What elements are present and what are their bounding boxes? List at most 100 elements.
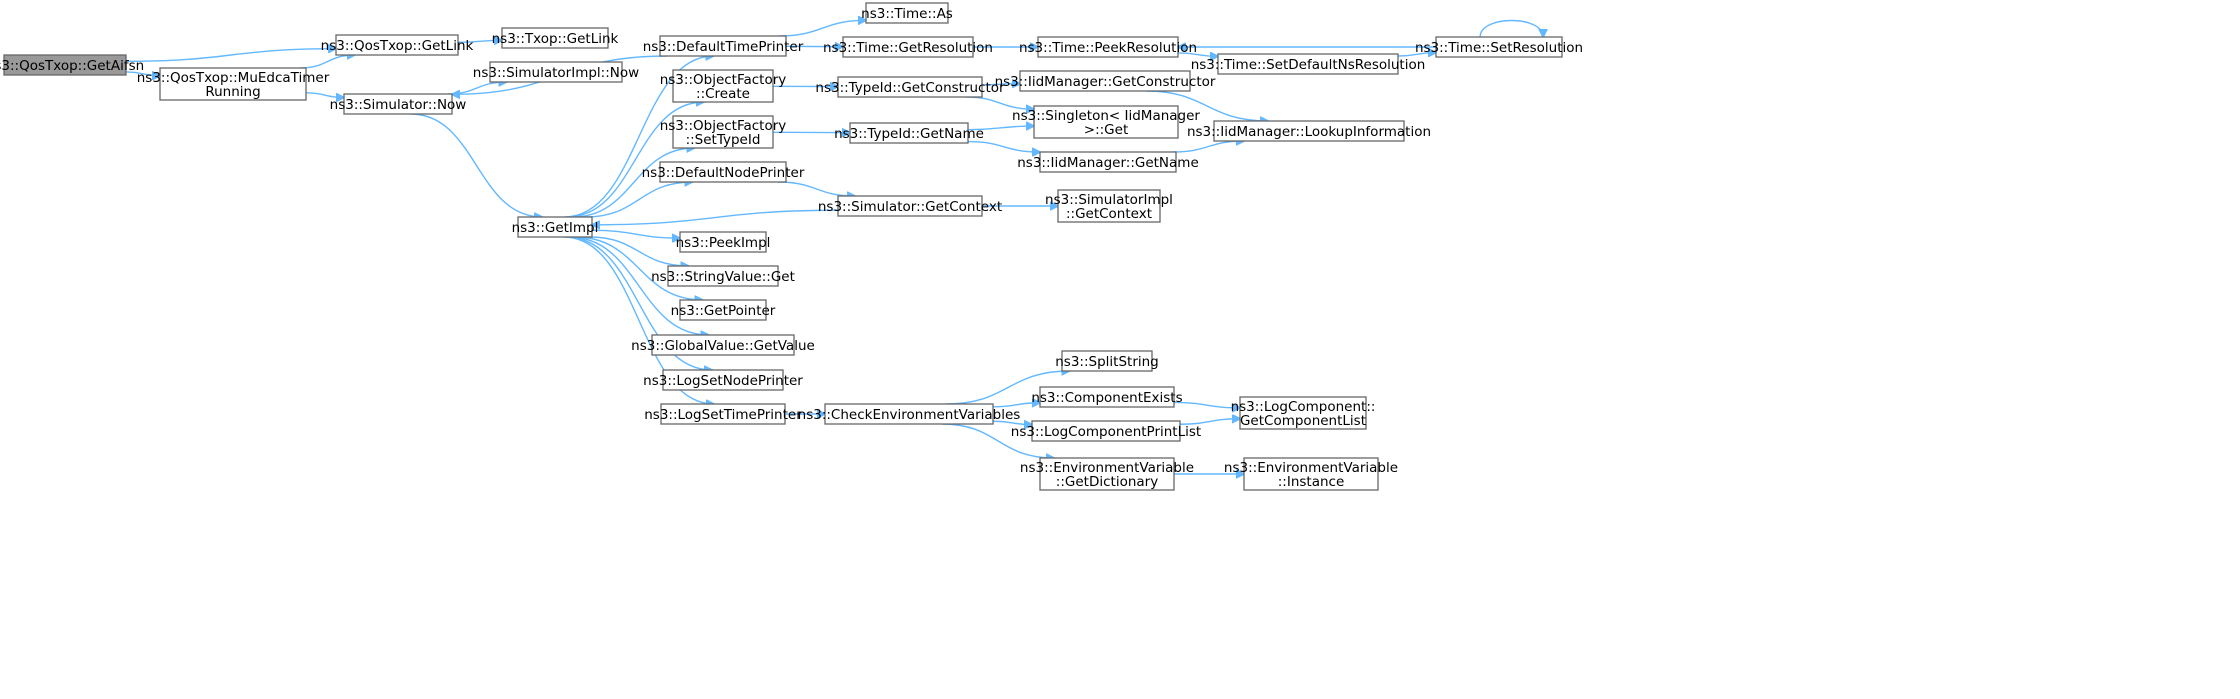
node-box (1061, 350, 1153, 372)
node-iidgetname[interactable]: ns3::IidManager::GetName (1017, 151, 1199, 173)
node-box (837, 76, 983, 98)
call-edge-getimpl-to-stringget (589, 236, 688, 266)
node-label: ns3::GetPointer (671, 303, 776, 319)
node-ofcreate[interactable]: ns3::ObjectFactory::Create (660, 69, 787, 103)
node-qgetlink[interactable]: ns3::QosTxop::GetLink (321, 34, 474, 56)
call-edge-getimpl-to-globalgetvalue (569, 236, 709, 335)
node-simimplnow[interactable]: ns3::SimulatorImpl::Now (473, 61, 639, 83)
node-getimpl[interactable]: ns3::GetImpl (512, 216, 599, 238)
call-edge-checkenv-to-logcompprintlist (992, 421, 1032, 424)
node-checkenv[interactable]: ns3::CheckEnvironmentVariables (798, 403, 1021, 425)
node-label: >::Get (1084, 122, 1128, 138)
node-label: ns3::QosTxop::MuEdcaTimer (137, 70, 330, 86)
node-box (660, 403, 786, 425)
node-logsetnodeprinter[interactable]: ns3::LogSetNodePrinter (643, 369, 803, 391)
node-label: ns3::Time::As (861, 6, 953, 22)
node-envgetdict[interactable]: ns3::EnvironmentVariable::GetDictionary (1020, 457, 1194, 491)
node-box (1213, 120, 1405, 142)
call-edge-getimpl-to-logsettimeprinter (563, 236, 714, 404)
node-box (659, 35, 787, 57)
node-label: ns3::TypeId::GetName (834, 126, 984, 142)
node-label: ns3::ObjectFactory (660, 118, 787, 134)
node-box (1019, 70, 1191, 92)
node-label: ns3::StringValue::Get (651, 269, 795, 285)
node-peekimpl[interactable]: ns3::PeekImpl (676, 231, 771, 253)
node-box (1039, 151, 1177, 173)
node-label: ns3::Simulator::Now (330, 97, 467, 113)
node-typeidgetname[interactable]: ns3::TypeId::GetName (834, 122, 984, 144)
node-defnodeprinter[interactable]: ns3::DefaultNodePrinter (642, 161, 805, 183)
node-typeidgetctor[interactable]: ns3::TypeId::GetConstructor (815, 76, 1005, 98)
node-iidgetctor[interactable]: ns3::IidManager::GetConstructor (995, 70, 1216, 92)
node-label: ns3::GetImpl (512, 220, 599, 236)
node-label: ns3::EnvironmentVariable (1224, 460, 1398, 476)
call-edge-deftimeprinter-to-timeas (778, 20, 866, 37)
node-timeas[interactable]: ns3::Time::As (861, 2, 953, 24)
node-envinstance[interactable]: ns3::EnvironmentVariable::Instance (1224, 457, 1398, 491)
node-logcompprintlist[interactable]: ns3::LogComponentPrintList (1011, 420, 1201, 442)
node-box (672, 69, 774, 103)
call-edge-simnow-to-getimpl (410, 113, 542, 217)
call-edge-typeidgetname-to-singletonget (967, 126, 1034, 130)
node-label: ::SetTypeId (686, 132, 761, 148)
node-label: ns3::Simulator::GetContext (818, 199, 1002, 215)
call-edge-mutimer-to-qgetlink (300, 55, 355, 69)
node-box (651, 334, 795, 356)
node-box (824, 403, 994, 425)
node-getaifsn[interactable]: ns3::QosTxop::GetAifsn (0, 54, 144, 76)
node-box (679, 231, 767, 253)
node-timesetres[interactable]: ns3::Time::SetResolution (1415, 36, 1583, 58)
node-box (501, 27, 609, 49)
node-timesetdefns[interactable]: ns3::Time::SetDefaultNsResolution (1191, 53, 1426, 75)
call-edge-getimpl-to-logsetnodeprinter (565, 236, 712, 370)
node-label: ns3::Txop::GetLink (492, 31, 619, 47)
node-simgetcontext[interactable]: ns3::Simulator::GetContext (818, 195, 1002, 217)
node-label: ns3::Time::PeekResolution (1019, 40, 1197, 56)
edges-layer (125, 20, 1543, 474)
node-label: ns3::DefaultNodePrinter (642, 165, 805, 181)
node-box (343, 93, 453, 115)
node-box (659, 161, 787, 183)
node-splitstring[interactable]: ns3::SplitString (1055, 350, 1159, 372)
node-label: ns3::GlobalValue::GetValue (631, 338, 815, 354)
node-box (3, 54, 127, 76)
node-logsettimeprinter[interactable]: ns3::LogSetTimePrinter (644, 403, 802, 425)
call-edge-getimpl-to-ofcreate (566, 102, 704, 218)
node-ofsettypeid[interactable]: ns3::ObjectFactory::SetTypeId (660, 115, 787, 149)
node-singletonget[interactable]: ns3::Singleton< IidManager>::Get (1012, 105, 1200, 139)
node-simnow[interactable]: ns3::Simulator::Now (330, 93, 467, 115)
node-txgetlink[interactable]: ns3::Txop::GetLink (492, 27, 619, 49)
node-label: ns3::Singleton< IidManager (1012, 108, 1200, 124)
node-box (842, 36, 974, 58)
call-edge-qgetlink-to-txgetlink (457, 40, 502, 42)
nodes-layer: ns3::QosTxop::GetAifsn ns3::QosTxop::GetL… (0, 2, 1583, 491)
node-getpointer[interactable]: ns3::GetPointer (671, 299, 776, 321)
node-label: ns3::DefaultTimePrinter (643, 39, 804, 55)
node-compexists[interactable]: ns3::ComponentExists (1031, 386, 1183, 408)
call-edge-mutimer-to-simnow (305, 92, 344, 98)
call-edge-getaifsn-to-mutimer (125, 71, 160, 76)
node-label: ns3::QosTxop::GetLink (321, 38, 474, 54)
node-loggetcomplist[interactable]: ns3::LogComponent::GetComponentList (1231, 396, 1376, 430)
call-edge-getimpl-to-ofsettypeid (572, 148, 695, 218)
node-box (679, 299, 767, 321)
node-globalgetvalue[interactable]: ns3::GlobalValue::GetValue (631, 334, 815, 356)
node-simimplgetcontext[interactable]: ns3::SimulatorImpl::GetContext (1045, 189, 1173, 223)
node-label: ns3::PeekImpl (676, 235, 771, 251)
node-label: ns3::Time::GetResolution (823, 40, 993, 56)
node-deftimeprinter[interactable]: ns3::DefaultTimePrinter (643, 35, 804, 57)
node-label: ns3::SplitString (1055, 354, 1159, 370)
node-timegetres[interactable]: ns3::Time::GetResolution (823, 36, 993, 58)
node-box (1031, 420, 1181, 442)
node-stringget[interactable]: ns3::StringValue::Get (651, 265, 795, 287)
call-edge-iidgetname-to-iidlookup (1172, 141, 1244, 153)
node-iidlookup[interactable]: ns3::IidManager::LookupInformation (1187, 120, 1431, 142)
node-label: ns3::ComponentExists (1031, 390, 1182, 406)
node-timepeekres[interactable]: ns3::Time::PeekResolution (1019, 36, 1197, 58)
node-label: ns3::EnvironmentVariable (1020, 460, 1194, 476)
call-edge-typeidgetname-to-iidgetname (967, 140, 1040, 152)
node-label: ns3::TypeId::GetConstructor (815, 80, 1005, 96)
node-box (1039, 457, 1175, 491)
